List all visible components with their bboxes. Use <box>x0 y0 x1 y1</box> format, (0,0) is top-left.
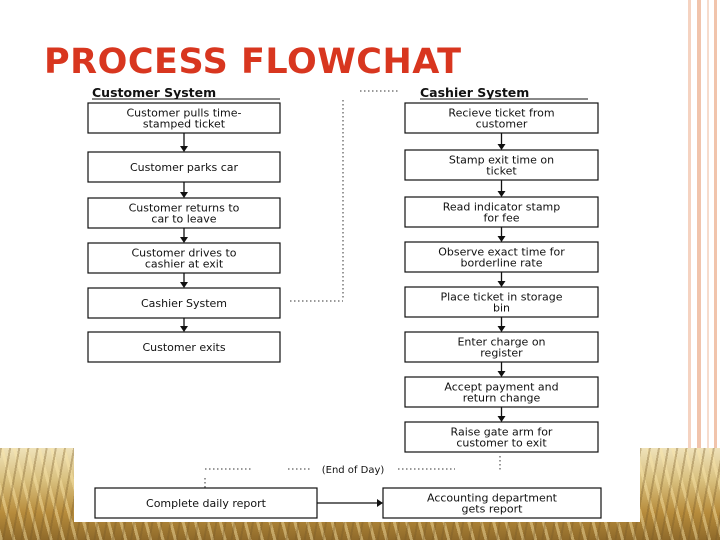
cashier-step-8-label: customer to exit <box>456 437 547 450</box>
accounting-report-step-label: Accounting department <box>427 492 558 505</box>
customer-step-6-shape <box>87 331 281 363</box>
cashier-step-8-shape <box>404 421 599 453</box>
cashier-step-5-label: Place ticket in storage <box>440 291 562 304</box>
slide-title: PROCESS FLOWCHAT <box>44 42 462 82</box>
cashier-step-2-label: ticket <box>486 165 517 178</box>
cashier-step-4-shape <box>404 241 599 273</box>
cashier-arrow-3 <box>497 227 506 242</box>
cashier-arrow-4 <box>497 272 506 287</box>
cashier-step-1-label: customer <box>476 118 528 131</box>
customer-step-1-label: Customer pulls time- <box>126 107 241 120</box>
customer-step-4-label: Customer drives to <box>131 247 236 260</box>
customer-arrow-4 <box>180 273 188 288</box>
customer-arrow-2 <box>180 182 188 198</box>
decorative-stripe-1 <box>688 0 691 540</box>
decorative-stripe-2 <box>697 0 701 540</box>
cashier-step-3-label: for fee <box>483 212 519 225</box>
decorative-stripe-3 <box>707 0 709 540</box>
customer-step-3-shape <box>87 197 281 229</box>
customer-step-6-label: Customer exits <box>142 341 225 354</box>
cashier-step-3-shape <box>404 196 599 228</box>
report-arrow <box>317 499 383 507</box>
customer-step-1-shape <box>87 102 281 134</box>
complete-daily-report-step: Complete daily report <box>94 487 318 519</box>
customer-step-5-shape <box>87 287 281 319</box>
customer-step-5: Cashier System <box>87 287 281 319</box>
customer-step-2: Customer parks car <box>87 151 281 183</box>
cashier-arrow-1 <box>497 133 506 150</box>
cashier-step-7-label: Accept payment and <box>444 381 558 394</box>
accounting-report-step-label: gets report <box>462 503 524 516</box>
cashier-step-6-label: register <box>480 347 523 360</box>
cashier-arrow-7 <box>497 407 506 422</box>
cashier-arrow-6 <box>497 362 506 377</box>
cashier-step-7-label: return change <box>463 392 541 405</box>
cashier-step-6-label: Enter charge on <box>457 336 545 349</box>
cashier-step-6-shape <box>404 331 599 363</box>
cashier-step-1-label: Recieve ticket from <box>448 107 554 120</box>
cashier-step-4-label: borderline rate <box>460 257 542 270</box>
cashier-step-2-label: Stamp exit time on <box>449 154 554 167</box>
customer-arrow-5 <box>180 318 188 332</box>
customer-arrow-3 <box>180 228 188 243</box>
customer-step-3-label: car to leave <box>151 213 216 226</box>
cashier-step-5-shape <box>404 286 599 318</box>
cashier-step-7-shape <box>404 376 599 408</box>
decorative-stripe-4 <box>714 0 717 540</box>
cashier-step-3-label: Read indicator stamp <box>443 201 561 214</box>
customer-step-6: Customer exits <box>87 331 281 363</box>
customer-arrow-1 <box>180 133 188 152</box>
cashier-step-4-label: Observe exact time for <box>438 246 565 259</box>
cashier-step-5-label: bin <box>493 302 510 315</box>
customer-step-5-label: Cashier System <box>141 297 227 310</box>
customer-step-4-label: cashier at exit <box>145 258 224 271</box>
customer-system-header: Customer System <box>92 85 216 100</box>
accounting-report-step-shape <box>382 487 602 519</box>
complete-daily-report-step-label: Complete daily report <box>146 497 267 510</box>
customer-step-1: Customer pulls time-stamped ticket <box>87 102 281 134</box>
cashier-step-1-shape <box>404 102 599 134</box>
customer-step-3-label: Customer returns to <box>129 202 240 215</box>
cashier-system-header: Cashier System <box>420 85 529 100</box>
cashier-step-8-label: Raise gate arm for <box>451 426 553 439</box>
cashier-arrow-2 <box>497 180 506 197</box>
customer-step-2-shape <box>87 151 281 183</box>
cashier-arrow-5 <box>497 317 506 332</box>
end-of-day-label: (End of Day) <box>322 465 385 476</box>
customer-step-1-label: stamped ticket <box>143 118 226 131</box>
customer-step-2-label: Customer parks car <box>130 161 239 174</box>
